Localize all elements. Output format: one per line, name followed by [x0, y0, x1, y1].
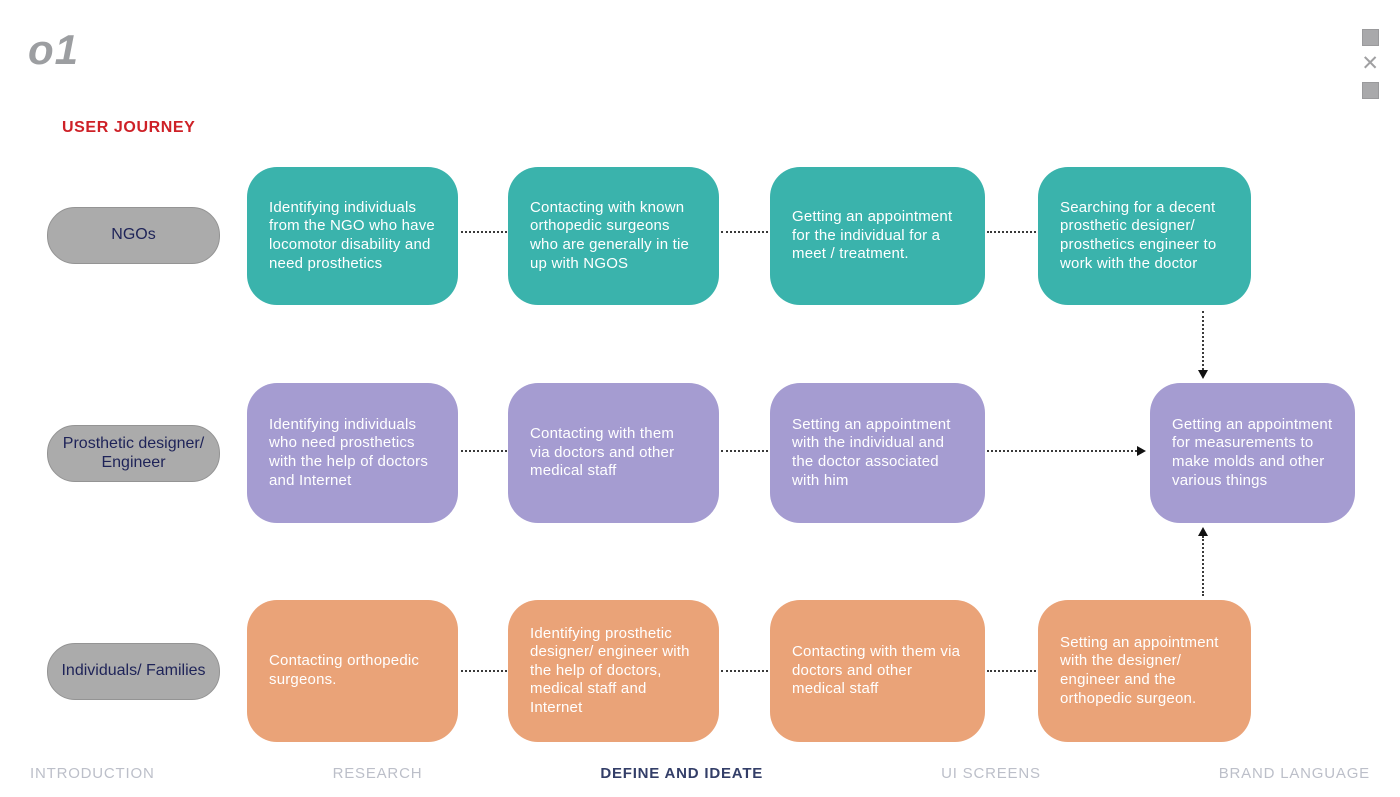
arrowhead-right-icon [1137, 446, 1146, 456]
window-control-bottom-square[interactable] [1361, 82, 1379, 99]
arrowhead-down-icon [1198, 370, 1208, 379]
actor-label-individuals-families: Individuals/ Families [47, 643, 220, 700]
nav-item-brand-language[interactable]: BRAND LANGUAGE [1218, 765, 1370, 782]
connector-ngos-to-final [1202, 311, 1204, 370]
journey-step-individuals-1: Contacting orthopedic surgeons. [247, 600, 458, 742]
journey-step-designer-1: Identifying individuals who need prosthe… [247, 383, 458, 523]
journey-step-designer-3: Setting an appointment with the individu… [770, 383, 985, 523]
journey-step-ngos-4: Searching for a decent prosthetic design… [1038, 167, 1251, 305]
journey-step-ngos-1: Identifying individuals from the NGO who… [247, 167, 458, 305]
close-icon[interactable]: ✕ [1361, 52, 1379, 75]
connector-individuals-to-final [1202, 536, 1204, 596]
journey-step-ngos-3: Getting an appointment for the individua… [770, 167, 985, 305]
journey-step-final-appointment: Getting an appointment for measurements … [1150, 383, 1355, 523]
arrowhead-up-icon [1198, 527, 1208, 536]
journey-step-designer-2: Contacting with them via doctors and oth… [508, 383, 719, 523]
connector-individuals-3-4 [987, 670, 1036, 672]
connector-individuals-2-3 [721, 670, 768, 672]
journey-step-individuals-3: Contacting with them via doctors and oth… [770, 600, 985, 742]
connector-designer-2-3 [721, 450, 768, 452]
journey-step-individuals-4: Setting an appointment with the designer… [1038, 600, 1251, 742]
actor-label-ngos: NGOs [47, 207, 220, 264]
journey-step-ngos-2: Contacting with known orthopedic surgeon… [508, 167, 719, 305]
window-control-top-square[interactable] [1361, 29, 1379, 46]
connector-ngos-3-4 [987, 231, 1036, 233]
brand-logo: o1 [28, 26, 80, 73]
nav-item-introduction[interactable]: INTRODUCTION [30, 765, 155, 782]
footer-nav: INTRODUCTION RESEARCH DEFINE AND IDEATE … [30, 765, 1370, 782]
page-title: USER JOURNEY [62, 119, 196, 136]
window-controls: ✕ [1361, 29, 1379, 99]
connector-designer-3-final [987, 450, 1137, 452]
connector-individuals-1-2 [461, 670, 507, 672]
nav-item-define-and-ideate[interactable]: DEFINE AND IDEATE [600, 765, 764, 782]
nav-item-ui-screens[interactable]: UI SCREENS [941, 765, 1041, 782]
connector-ngos-1-2 [461, 231, 507, 233]
connector-designer-1-2 [461, 450, 507, 452]
nav-item-research[interactable]: RESEARCH [332, 765, 423, 782]
connector-ngos-2-3 [721, 231, 768, 233]
journey-step-individuals-2: Identifying prosthetic designer/ enginee… [508, 600, 719, 742]
actor-label-prosthetic-designer: Prosthetic designer/ Engineer [47, 425, 220, 482]
